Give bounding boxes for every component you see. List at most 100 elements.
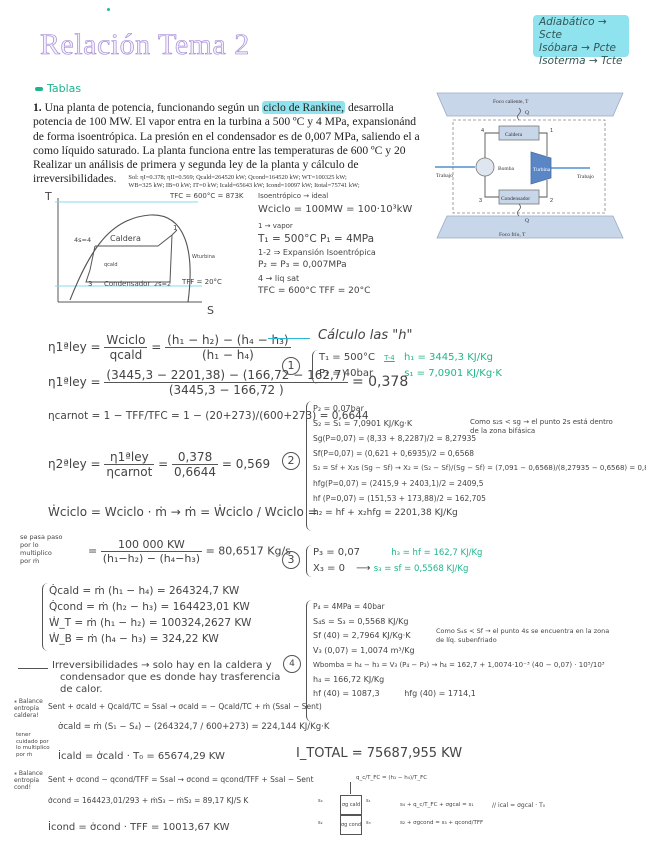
s4-line: P₄ = 4MPa = 40bar	[313, 602, 385, 611]
given-expansion: 1-2 ⇒ Expansión Isoentrópica	[258, 248, 376, 257]
w-turbine: Ẇ_T = ṁ (h₁ − h₂) = 100324,2627 KW	[49, 617, 252, 629]
highlight-rankine: ciclo de Rankine,	[262, 101, 346, 114]
state-1-circle: 1	[282, 357, 300, 375]
givens-block: Isoentrópico → ideal Wciclo = 100MW = 10…	[258, 190, 412, 298]
state-4-block: P₄ = 4MPa = 40bar S₄s = S₃ = 0,5568 KJ/K…	[306, 600, 605, 722]
ts-point-3: 3	[88, 280, 93, 288]
eta1-den2: (h₁ − h₄)	[201, 348, 254, 362]
given-t1-p1: T₁ = 500°C P₁ = 4MPa	[258, 233, 375, 245]
bullet-icon	[35, 87, 43, 91]
problem-statement: 1. Una planta de potencia, funcionando s…	[33, 101, 420, 190]
box2-out: s₃	[366, 820, 371, 826]
box-top-label: q_c/T_FC = (h₁ − h₄)/T_FC	[356, 775, 428, 781]
s2-line: hfg(P=0,07) = (2415,9 + 2403,1)/2 = 2409…	[313, 479, 484, 488]
s1-temperature: T₁ = 500°C	[319, 352, 375, 363]
entropy-eq-cald: s₄ + q_c/T_FC + σgcal = s₁	[400, 802, 474, 808]
box1-out: s₁	[366, 798, 371, 804]
given-p2-p3: P₂ = P₃ = 0,007MPa	[258, 260, 347, 270]
s4-line: V₃ (0,07) = 1,0074 m³/Kg	[313, 645, 415, 655]
problem-line: Realizar un análisis de primera y segund…	[33, 158, 359, 172]
ts-tff-label: TFF = 20°C	[182, 278, 222, 286]
legend-line-isobaric: Isóbara → Pcte	[539, 42, 616, 54]
section-tablas: Tablas	[35, 82, 81, 95]
eta1-den: qcald	[109, 348, 143, 362]
w-pump: Ẇ_B = ṁ (h₄ − h₃) = 324,22 KW	[49, 633, 219, 645]
ts-point-4: 4s=4	[74, 236, 92, 244]
irrev-line: de calor.	[60, 684, 103, 695]
svg-text:1: 1	[550, 128, 553, 134]
s2-line: h₂ = hf + x₂hfg = 2201,38 KJ/Kg	[313, 508, 458, 518]
note-mult: tener cuidado por lo multiplico por ṁ	[16, 732, 50, 758]
eta2-den: ηcarnot	[106, 465, 153, 479]
mdot-note: se pasa paso por lo multiplico por ṁ	[20, 533, 63, 565]
s1-enthalpy: h₁ = 3445,3 KJ/Kg	[403, 352, 493, 363]
carnot-expr: = 1 − TFF/TFC = 1 − (20+273)/(600+273) =…	[91, 410, 369, 422]
state-3-circle: 3	[282, 551, 300, 569]
arrow-calc-h	[268, 338, 310, 340]
svg-text:Q: Q	[525, 218, 529, 224]
svg-text:Turbina: Turbina	[533, 167, 551, 173]
sigma-cond: σ̇cond = 164423,01/293 + ṁS₃ − ṁS₂ = 89,…	[48, 796, 249, 805]
eta2-lhs: η2ªley	[48, 457, 87, 471]
given-vapor: 1 → vapor	[258, 222, 293, 230]
svg-text:Caldera: Caldera	[505, 132, 523, 138]
problem-number: 1.	[33, 101, 42, 114]
s3-enthalpy: h₃ = hf = 162,7 KJ/Kg	[391, 548, 483, 558]
process-legend: Adiabático → Scte Isóbara → Pcte Isoterm…	[533, 15, 629, 67]
given-temps: TFC = 600°C TFF = 20°C	[258, 286, 371, 296]
ts-point-2: 2s=2	[154, 280, 172, 288]
s1-pressure: P₁ = 40bar	[319, 368, 374, 379]
given-wciclo: Wciclo = 100MW = 100·10³kW	[258, 204, 413, 215]
problem-line: como líquido saturado. La planta funcion…	[33, 143, 406, 157]
problem-line: irreversibilidades.	[33, 172, 117, 186]
arrow-irrev	[18, 668, 48, 670]
state-2-block: P₂ = 0,07bar S₂ = S₁ = 7,0901 KJ/Kg·K Sg…	[306, 401, 646, 531]
eta1b-den: (3445,3 − 166,72 )	[168, 383, 284, 397]
svg-text:Trabajo: Trabajo	[577, 174, 594, 180]
box2-in: s₂	[318, 820, 323, 826]
eta1-frac2: (h₁ − h₂) − (h₄ − h₃)(h₁ − h₄)	[165, 333, 291, 362]
page-title: Relación Tema 2	[40, 28, 250, 62]
s4-line: S₄s = S₃ = 0,5568 KJ/Kg	[313, 616, 409, 626]
eta2-result: = 0,569	[221, 457, 271, 471]
ts-axis-t: T	[45, 190, 52, 203]
state-2-circle: 2	[282, 452, 300, 470]
ts-axis-s: S	[207, 304, 214, 317]
s2-line: S₂ = S₁ = 7,0901 KJ/Kg·K	[313, 419, 413, 428]
carnot-equation: ηcarnot = 1 − TFF/TFC = 1 − (20+273)/(60…	[48, 410, 369, 422]
q-cald: Q̇cald = ṁ (h₁ − h₄) = 264324,7 KW	[49, 585, 240, 597]
i-cald: İcald = σ̇cald · T₀ = 65674,29 KW	[58, 751, 225, 762]
s2-line: Sf(P=0,07) = (0,621 + 0,6935)/2 = 0,6568	[313, 449, 475, 458]
s2-line: S₂ = Sf + X₂s (Sg − Sf) → X₂ = (S₂ − Sf)…	[313, 464, 646, 472]
irreversibility-note: Irreversibilidades → solo hay en la cald…	[52, 660, 280, 696]
svg-text:Trabajo: Trabajo	[436, 173, 453, 179]
eta1-num2: (h₁ − h₂) − (h₄ − h₃)	[165, 333, 291, 348]
irrev-line: condensador que es donde hay trasferenci…	[60, 672, 281, 683]
s3-quality: X₃ = 0	[313, 563, 345, 574]
s2-line: hf (P=0,07) = (151,53 + 173,88)/2 = 162,…	[313, 494, 486, 503]
problem-line: potencia de 100 MW. El vapor entra en la…	[33, 115, 417, 129]
i-total: I_TOTAL = 75687,955 KW	[296, 746, 463, 761]
entropy-eq-cond: s₂ + σgcond = s₃ + qcond/TFF	[400, 820, 484, 826]
cycle-schematic: Foco caliente, T Q Caldera Bomba Turbina…	[435, 92, 624, 239]
solution-line: Sol: ηI=0.378; ηII=0.569; Qcald=264520 k…	[128, 174, 347, 182]
i-cond: İcond = σ̇cond · TFF = 10013,67 KW	[48, 822, 230, 833]
svg-text:Foco frío, T: Foco frío, T	[499, 231, 526, 238]
svg-text:Q: Q	[525, 110, 529, 116]
solution-summary: Sol: ηI=0.378; ηII=0.569; Qcald=264520 k…	[128, 174, 359, 190]
box1-in: s₄	[318, 798, 323, 804]
mdot-frac: 100 000 KW(h₁−h₂) − (h₄−h₃)	[100, 538, 203, 565]
ts-qcald-note: qcald	[104, 262, 118, 268]
ts-point-1: 1	[173, 224, 178, 232]
eta2-num2: 0,378	[172, 450, 219, 465]
balance-cald: Sent + σcald + Qcald/TC = Ssal → σcald =…	[48, 702, 322, 711]
decorative-dot	[107, 8, 110, 11]
solution-line: WB=325 kW; IB=0 kW; IT=0 kW; Icald=65643…	[128, 182, 360, 190]
s4-line: h₄ = 166,72 KJ/Kg	[313, 674, 385, 684]
s1-entropy: s₁ = 7,0901 KJ/Kg·K	[404, 368, 502, 379]
svg-text:Foco caliente, T: Foco caliente, T	[493, 99, 529, 105]
balance-note-cald: ⁎ Balance entropía caldera!	[14, 698, 43, 719]
s1-table: T-4	[384, 354, 395, 362]
state-4-circle: 4	[283, 655, 301, 673]
